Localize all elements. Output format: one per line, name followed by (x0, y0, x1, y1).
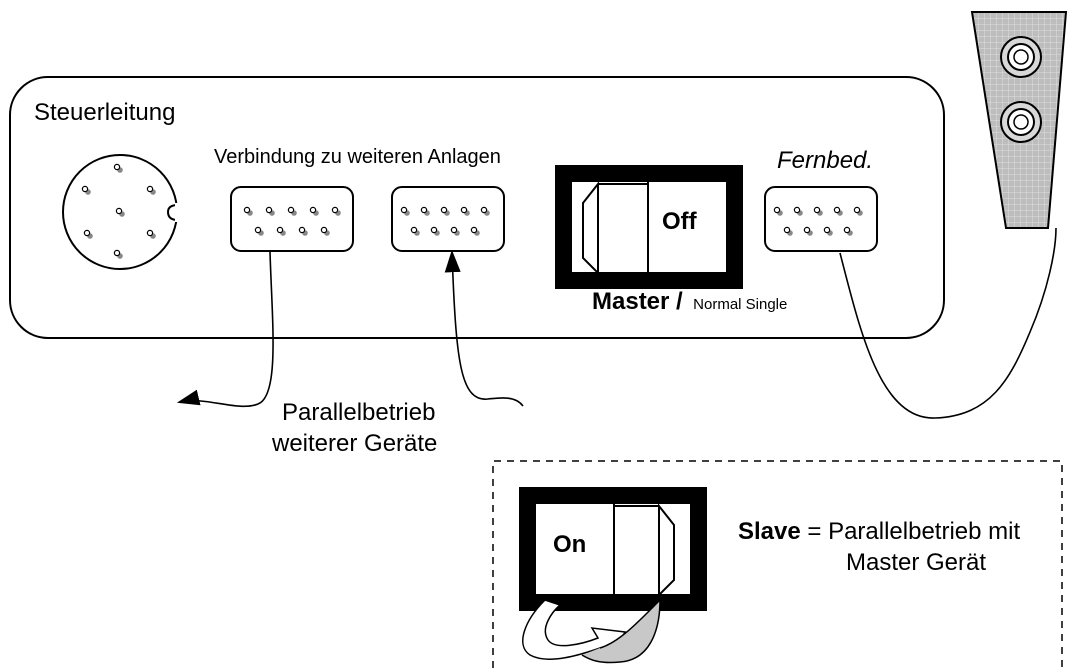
slave-word: Slave (738, 518, 801, 545)
pin (843, 226, 851, 234)
pin (113, 249, 121, 257)
pin (470, 226, 478, 234)
round-connector-pins (81, 163, 156, 259)
pin (783, 226, 791, 234)
pin (813, 206, 821, 214)
mode-normal: Normal Single (693, 296, 787, 313)
mode-label: Master / Normal Single (592, 288, 787, 315)
pin (276, 226, 284, 234)
mode-master: Master / (592, 288, 683, 315)
pin (480, 206, 488, 214)
pin (460, 206, 468, 214)
slave-description: Slave = Parallelbetrieb mit (738, 518, 1020, 545)
pin (320, 226, 328, 234)
remote-label: Fernbed. (777, 147, 873, 174)
parallel-arrow-left (176, 251, 274, 408)
pin (81, 185, 89, 193)
sub-d-connector-icon (764, 186, 878, 252)
pin (833, 206, 841, 214)
sub-d-connector-pins (400, 206, 490, 236)
slave-rest: = Parallelbetrieb mit (801, 518, 1021, 545)
pin (309, 206, 317, 214)
pin (115, 207, 123, 215)
pin (331, 206, 339, 214)
pin (254, 226, 262, 234)
remote-cable (839, 227, 1057, 419)
parallel-label-line1: Parallelbetrieb (282, 399, 435, 426)
sub-d-connector-icon (391, 186, 505, 252)
connections-label: Verbindung zu weiteren Anlagen (214, 146, 501, 168)
parallel-label-line2: weiterer Geräte (271, 430, 437, 457)
panel-title: Steuerleitung (34, 99, 175, 126)
pin (853, 206, 861, 214)
pin (287, 206, 295, 214)
pin (298, 226, 306, 234)
pin (430, 226, 438, 234)
sub-d-connector-pins (243, 206, 341, 236)
switch-off-label: Off (662, 208, 698, 235)
pin (410, 226, 418, 234)
pin (400, 206, 408, 214)
remote-control-icon (970, 11, 1068, 229)
rocker-switch-icon (555, 165, 743, 289)
pin (243, 206, 251, 214)
pin (803, 226, 811, 234)
pin (420, 206, 428, 214)
sub-d-connector-icon (230, 186, 354, 252)
pin (793, 206, 801, 214)
pin (823, 226, 831, 234)
parallel-arrow-up (444, 249, 524, 407)
pin (146, 185, 154, 193)
pin (146, 229, 154, 237)
flip-arrow-icon (522, 598, 661, 664)
pin (265, 206, 273, 214)
pin (440, 206, 448, 214)
pin (773, 206, 781, 214)
pin (83, 229, 91, 237)
switch-on-label: On (553, 531, 586, 558)
pin (113, 163, 121, 171)
pin (450, 226, 458, 234)
rocker-switch-icon (519, 487, 707, 611)
slave-description-line2: Master Gerät (846, 549, 986, 576)
sub-d-connector-pins (773, 206, 863, 236)
